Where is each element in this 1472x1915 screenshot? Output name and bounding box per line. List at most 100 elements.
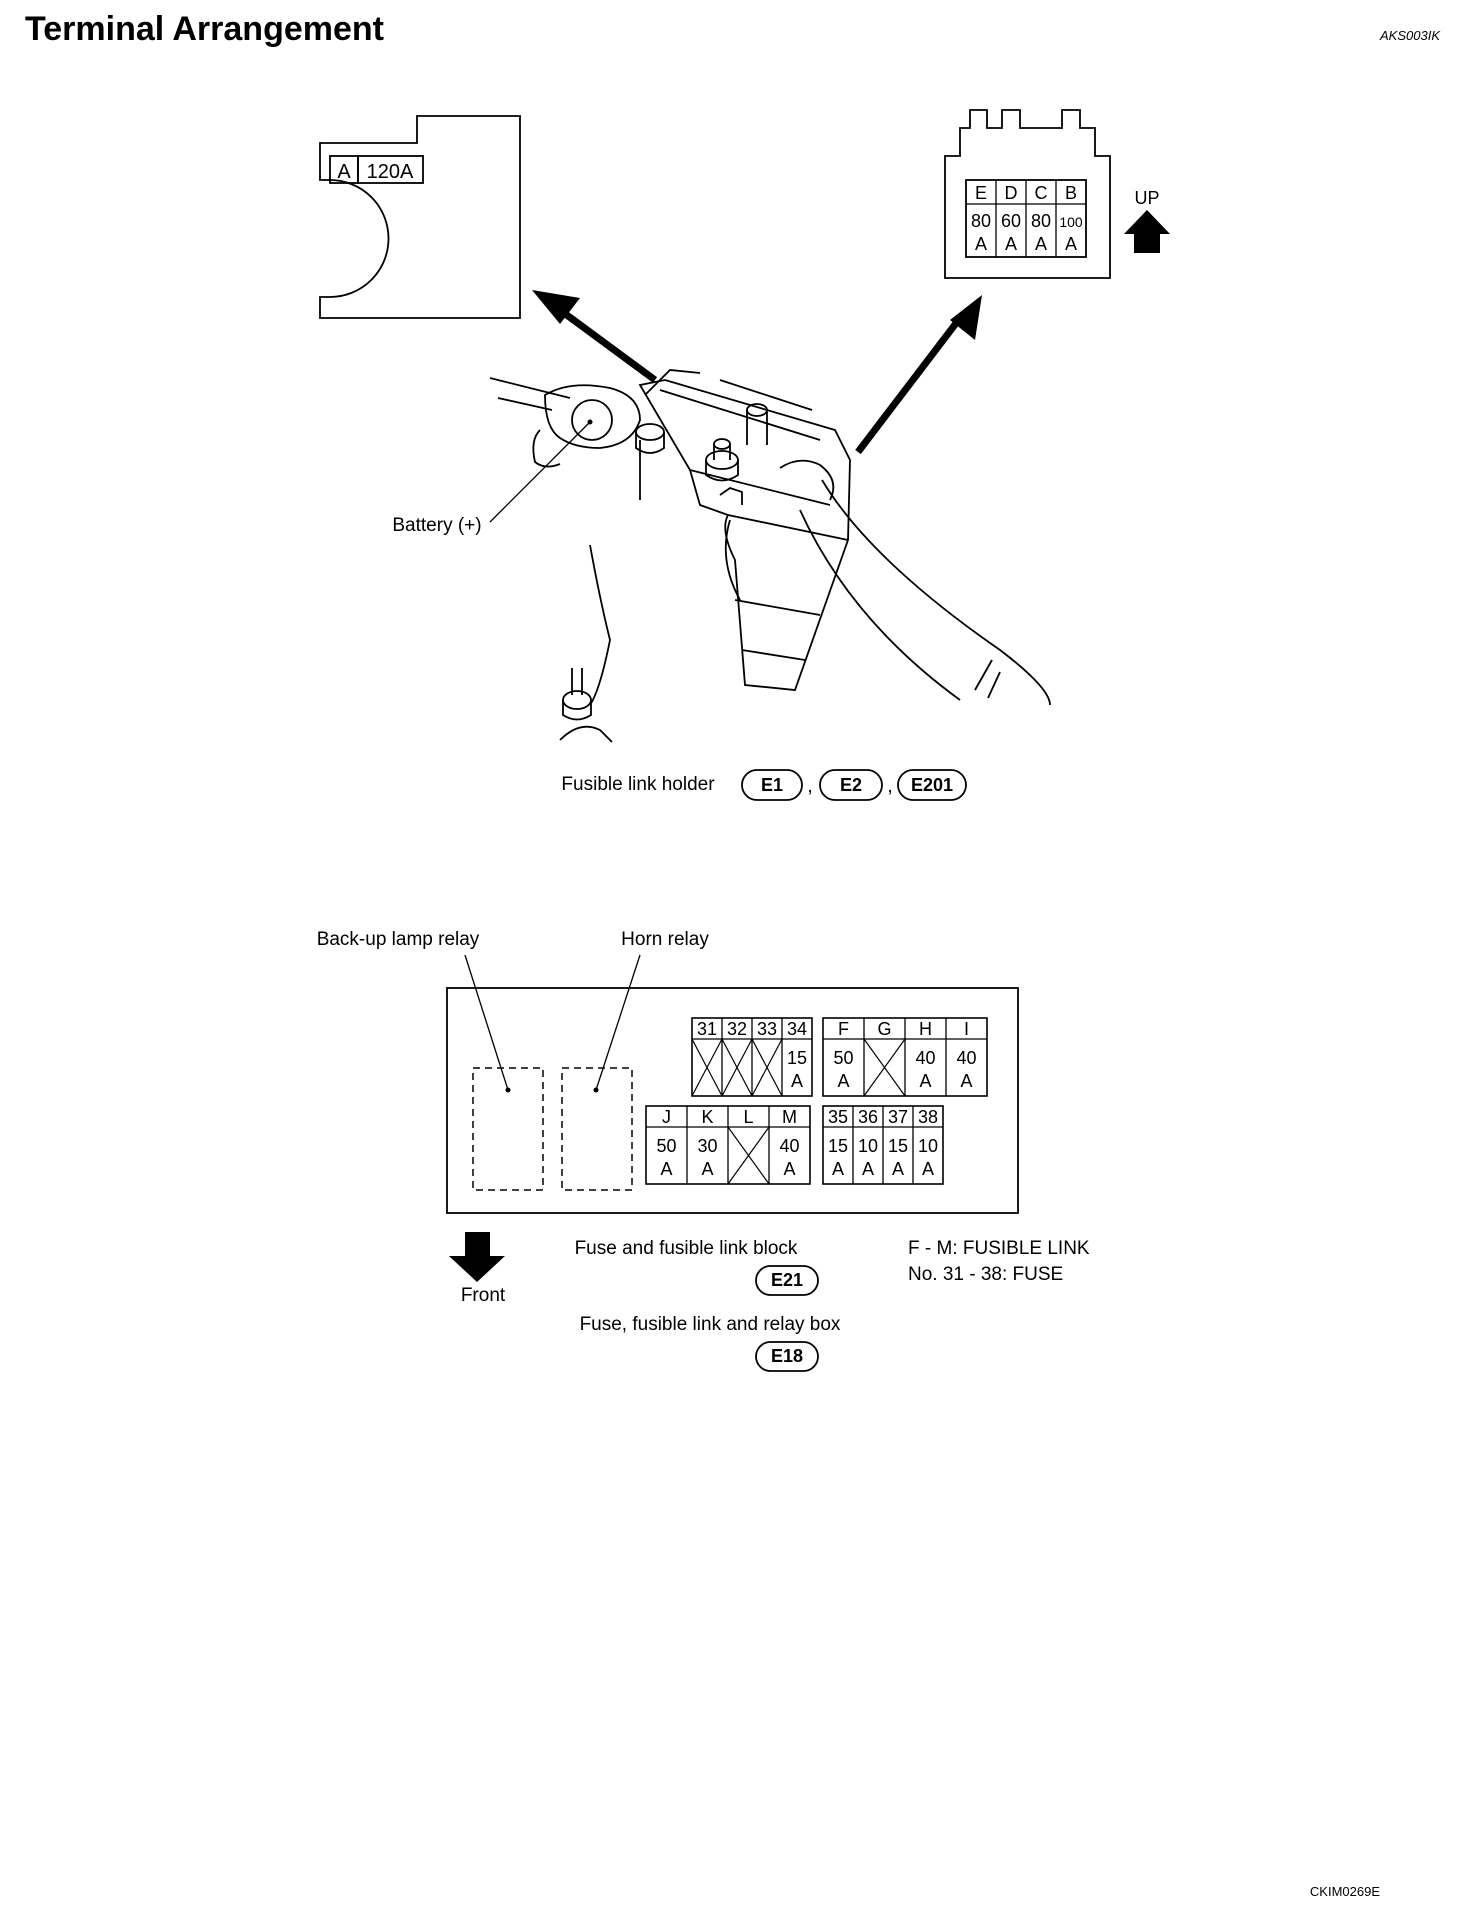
fusible-link-letter: D [1005, 183, 1018, 203]
backup-lamp-relay-leader [464, 954, 509, 1091]
pointer-arrow-icon [855, 295, 982, 455]
connector-separator: , [807, 776, 812, 797]
fuse-rating: 15 [828, 1136, 848, 1156]
fuse-rating-unit: A [837, 1071, 849, 1091]
empty-slot-cross [721, 1038, 753, 1097]
fuse-rating: 40 [779, 1136, 799, 1156]
relay-box-caption: Fuse, fusible link and relay box [580, 1314, 841, 1335]
connector-separator: , [887, 776, 892, 797]
connector-e21-label: E21 [771, 1270, 803, 1290]
fuse-slot-number: 31 [697, 1019, 717, 1039]
fuse-rating: 50 [833, 1048, 853, 1068]
fuse-rating: 50 [656, 1136, 676, 1156]
fuse-rating-unit: A [919, 1071, 931, 1091]
fuse-rating: 10 [918, 1136, 938, 1156]
fuse-rating: 40 [915, 1048, 935, 1068]
fuse-rating: 30 [697, 1136, 717, 1156]
fusible-link-letter: C [1035, 183, 1048, 203]
front-arrow-icon [449, 1232, 505, 1282]
fusible-link-letter: B [1065, 183, 1077, 203]
connector-e2-label: E2 [840, 775, 862, 795]
empty-slot-cross [751, 1038, 783, 1097]
connector-e1-badge [741, 769, 803, 801]
fuse-rating-unit: A [960, 1071, 972, 1091]
fuse-slot-number: 32 [727, 1019, 747, 1039]
fusible-link-rating: 60 [1001, 211, 1021, 231]
empty-slot-cross [727, 1126, 770, 1185]
fuse-slot-number: G [877, 1019, 891, 1039]
fusible-link-holder-caption: Fusible link holder [561, 774, 715, 795]
fusible-link-rating: 100 [1059, 214, 1083, 230]
empty-slot-cross [691, 1038, 723, 1097]
fuse-rating: 15 [787, 1048, 807, 1068]
fuse-rating-unit: A [791, 1071, 803, 1091]
fuse-grid-31-34: 31 32 33 34 15A [691, 1017, 813, 1097]
fuse-slot-number: I [964, 1019, 969, 1039]
backup-lamp-relay-label: Back-up lamp relay [317, 929, 480, 950]
fuse-rating: 15 [888, 1136, 908, 1156]
fusible-link-unit: A [975, 234, 987, 254]
battery-fusible-link-illustration [489, 369, 1051, 743]
connector-e201-label: E201 [911, 775, 953, 795]
up-arrow-icon [1124, 210, 1170, 253]
empty-slot-cross [863, 1038, 906, 1097]
connector-b-e-outline [944, 109, 1111, 279]
fuse-rating-unit: A [832, 1159, 844, 1179]
fuse-rating-unit: A [862, 1159, 874, 1179]
connector-a-rating: 120A [367, 161, 414, 183]
fusible-link-rating: 80 [971, 211, 991, 231]
connector-e2-badge [819, 769, 883, 801]
fuse-rating-unit: A [701, 1159, 713, 1179]
fuse-rating: 10 [858, 1136, 878, 1156]
fuse-slot-number: F [838, 1019, 849, 1039]
backup-lamp-relay-slot [472, 1067, 544, 1191]
connector-e21-badge [755, 1265, 819, 1296]
fusible-link-grid-j-m: J 50A K 30A L M 40A [645, 1105, 811, 1185]
up-label: UP [1134, 188, 1159, 208]
horn-relay-label: Horn relay [621, 929, 709, 950]
fuse-slot-number: 37 [888, 1107, 908, 1127]
legend-fusible-link: F - M: FUSIBLE LINK [908, 1238, 1090, 1259]
fuse-rating-unit: A [783, 1159, 795, 1179]
leader-dot [505, 1087, 511, 1093]
fuse-rating: 40 [956, 1048, 976, 1068]
fuse-block-caption: Fuse and fusible link block [575, 1238, 798, 1259]
fusible-link-grid-f-i: F 50A G H 40A I 40A [822, 1017, 988, 1097]
figure-code: CKIM0269E [1310, 1884, 1380, 1899]
fuse-slot-number: L [743, 1107, 753, 1127]
fusible-link-rating: 80 [1031, 211, 1051, 231]
leader-dot [593, 1087, 599, 1093]
fuse-grid-35-38: 35 15A 36 10A 37 15A 38 10A [822, 1105, 944, 1185]
fuse-slot-number: 36 [858, 1107, 878, 1127]
battery-label: Battery (+) [392, 515, 481, 536]
fuse-slot-number: 38 [918, 1107, 938, 1127]
battery-leader-line [489, 421, 591, 523]
fuse-block-outline [446, 987, 1019, 1214]
fusible-link-letter: E [975, 183, 987, 203]
horn-relay-leader [595, 954, 641, 1091]
connector-e201-badge [897, 769, 967, 801]
fuse-rating-unit: A [660, 1159, 672, 1179]
fusible-link-unit: A [1065, 234, 1077, 254]
fuse-slot-number: M [782, 1107, 797, 1127]
connector-e1-label: E1 [761, 775, 783, 795]
fuse-slot-number: K [701, 1107, 713, 1127]
page-title: Terminal Arrangement [25, 10, 384, 48]
fuse-slot-number: H [919, 1019, 932, 1039]
connector-a-letter: A [337, 161, 351, 183]
fuse-slot-number: J [662, 1107, 671, 1127]
connector-e18-badge [755, 1341, 819, 1372]
connector-e18-label: E18 [771, 1346, 803, 1366]
legend-fuse: No. 31 - 38: FUSE [908, 1264, 1063, 1285]
fuse-rating-unit: A [922, 1159, 934, 1179]
fusible-link-unit: A [1035, 234, 1047, 254]
fuse-slot-number: 33 [757, 1019, 777, 1039]
fuse-rating-unit: A [892, 1159, 904, 1179]
fuse-slot-number: 35 [828, 1107, 848, 1127]
connector-a-outline [319, 115, 521, 319]
front-label: Front [461, 1285, 506, 1306]
reference-code: AKS003IK [1379, 28, 1441, 43]
fuse-slot-number: 34 [787, 1019, 807, 1039]
